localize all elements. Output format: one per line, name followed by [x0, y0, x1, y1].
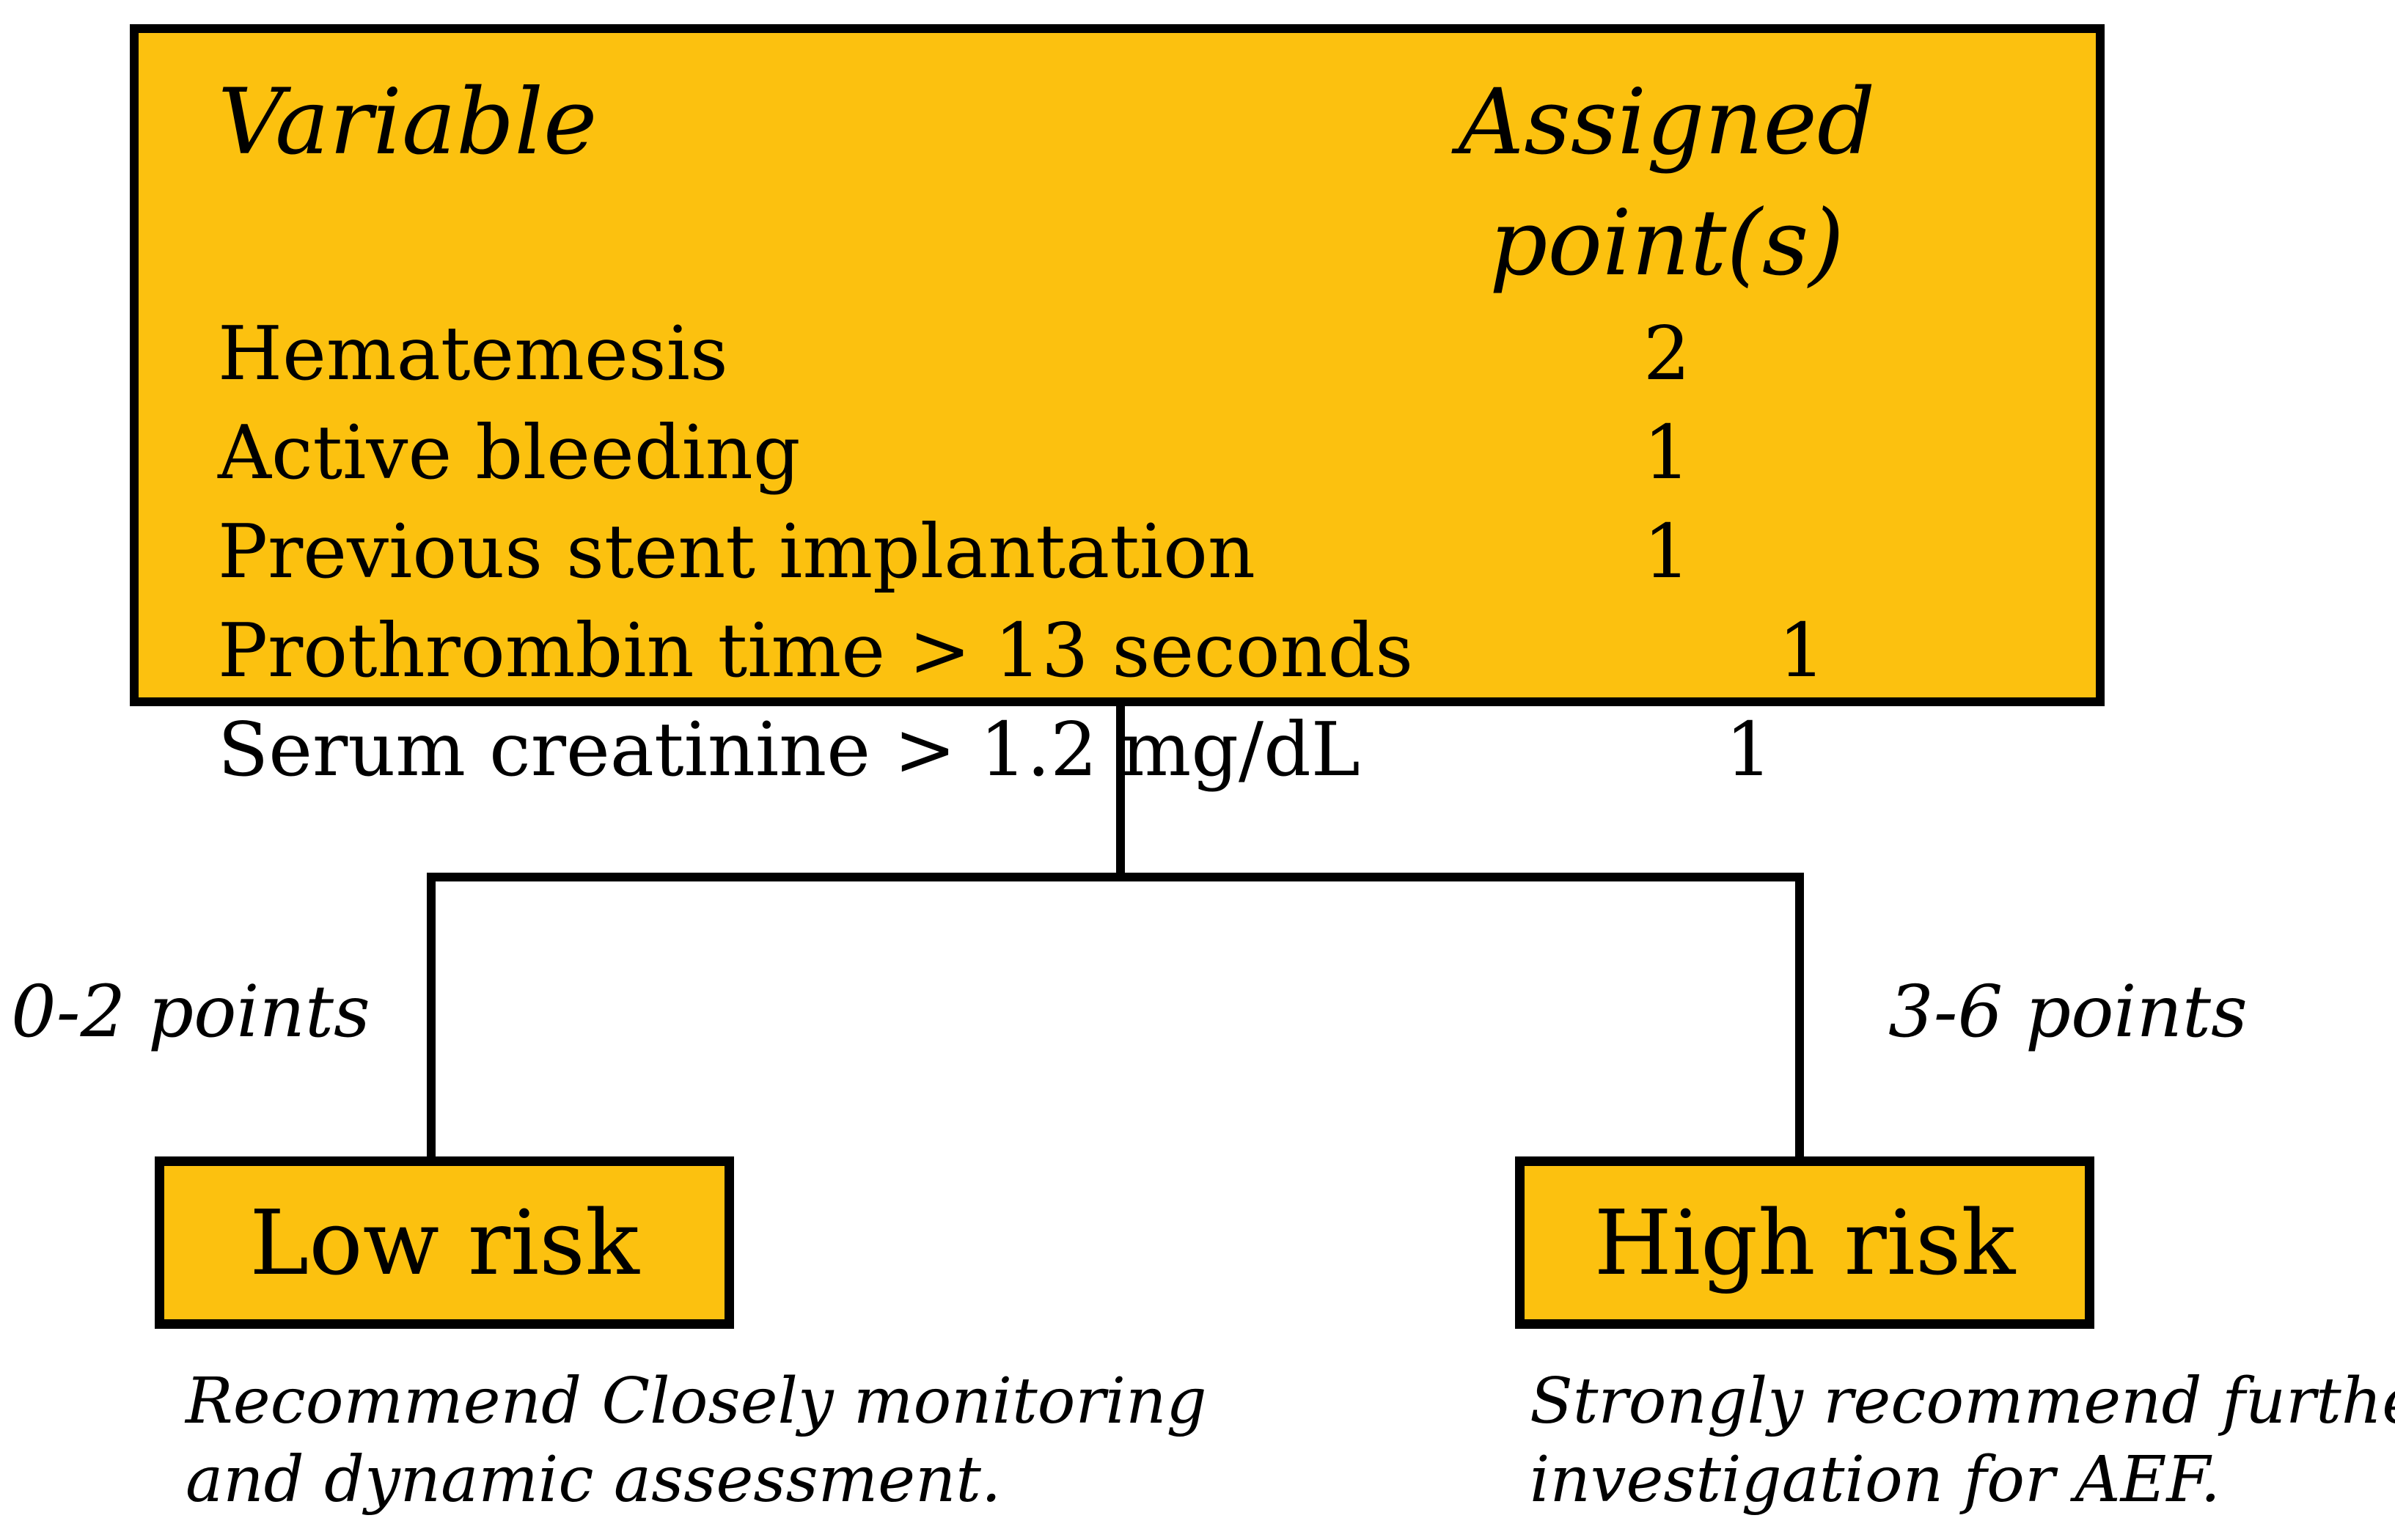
- table-header-row: Variable Assigned point(s): [218, 62, 2055, 304]
- row-points: 2: [1643, 310, 1691, 397]
- score-table-box: Variable Assigned point(s) Hematemesis 2…: [130, 24, 2105, 793]
- row-variable: Serum creatinine > 1.2 mg/dL: [218, 706, 1360, 793]
- high-range-label: 3-6 points: [1888, 970, 2248, 1053]
- row-points: 1: [1725, 706, 1772, 793]
- table-header-variable: Variable: [218, 70, 598, 175]
- note-line: investigation for AEF.: [1530, 1443, 2221, 1517]
- row-variable: Hematemesis: [218, 310, 728, 397]
- table-row: Prothrombin time > 13 seconds 1: [218, 601, 2055, 700]
- high-risk-label: High risk: [1593, 1190, 2016, 1295]
- low-risk-recommendation: Recommend Closely monitoring and dynamic…: [186, 1363, 1207, 1519]
- row-variable: Prothrombin time > 13 seconds: [218, 607, 1414, 694]
- note-line: and dynamic assessment.: [186, 1443, 1002, 1517]
- high-risk-box: High risk: [1515, 1156, 2094, 1329]
- connector-left-drop-line: [427, 873, 436, 1159]
- row-points: 1: [1643, 409, 1691, 496]
- low-risk-label: Low risk: [249, 1190, 639, 1295]
- table-row: Serum creatinine > 1.2 mg/dL 1: [218, 700, 2055, 799]
- row-points: 1: [1643, 508, 1691, 595]
- table-row: Active bleeding 1: [218, 403, 2055, 502]
- low-risk-box: Low risk: [155, 1156, 734, 1329]
- note-line: Strongly recommend further: [1530, 1365, 2395, 1438]
- connector-stem-line: [1116, 706, 1125, 880]
- row-variable: Previous stent implantation: [218, 508, 1255, 595]
- high-risk-recommendation: Strongly recommend further investigation…: [1530, 1363, 2395, 1519]
- connector-right-drop-line: [1795, 873, 1804, 1159]
- low-range-label: 0-2 points: [11, 970, 370, 1053]
- row-points: 1: [1778, 607, 1826, 694]
- table-header-points: Assigned point(s): [1458, 70, 1876, 296]
- table-row: Previous stent implantation 1: [218, 502, 2055, 601]
- note-line: Recommend Closely monitoring: [186, 1365, 1207, 1438]
- row-variable: Active bleeding: [218, 409, 801, 496]
- connector-branch-line: [427, 873, 1804, 881]
- table-row: Hematemesis 2: [218, 304, 2055, 403]
